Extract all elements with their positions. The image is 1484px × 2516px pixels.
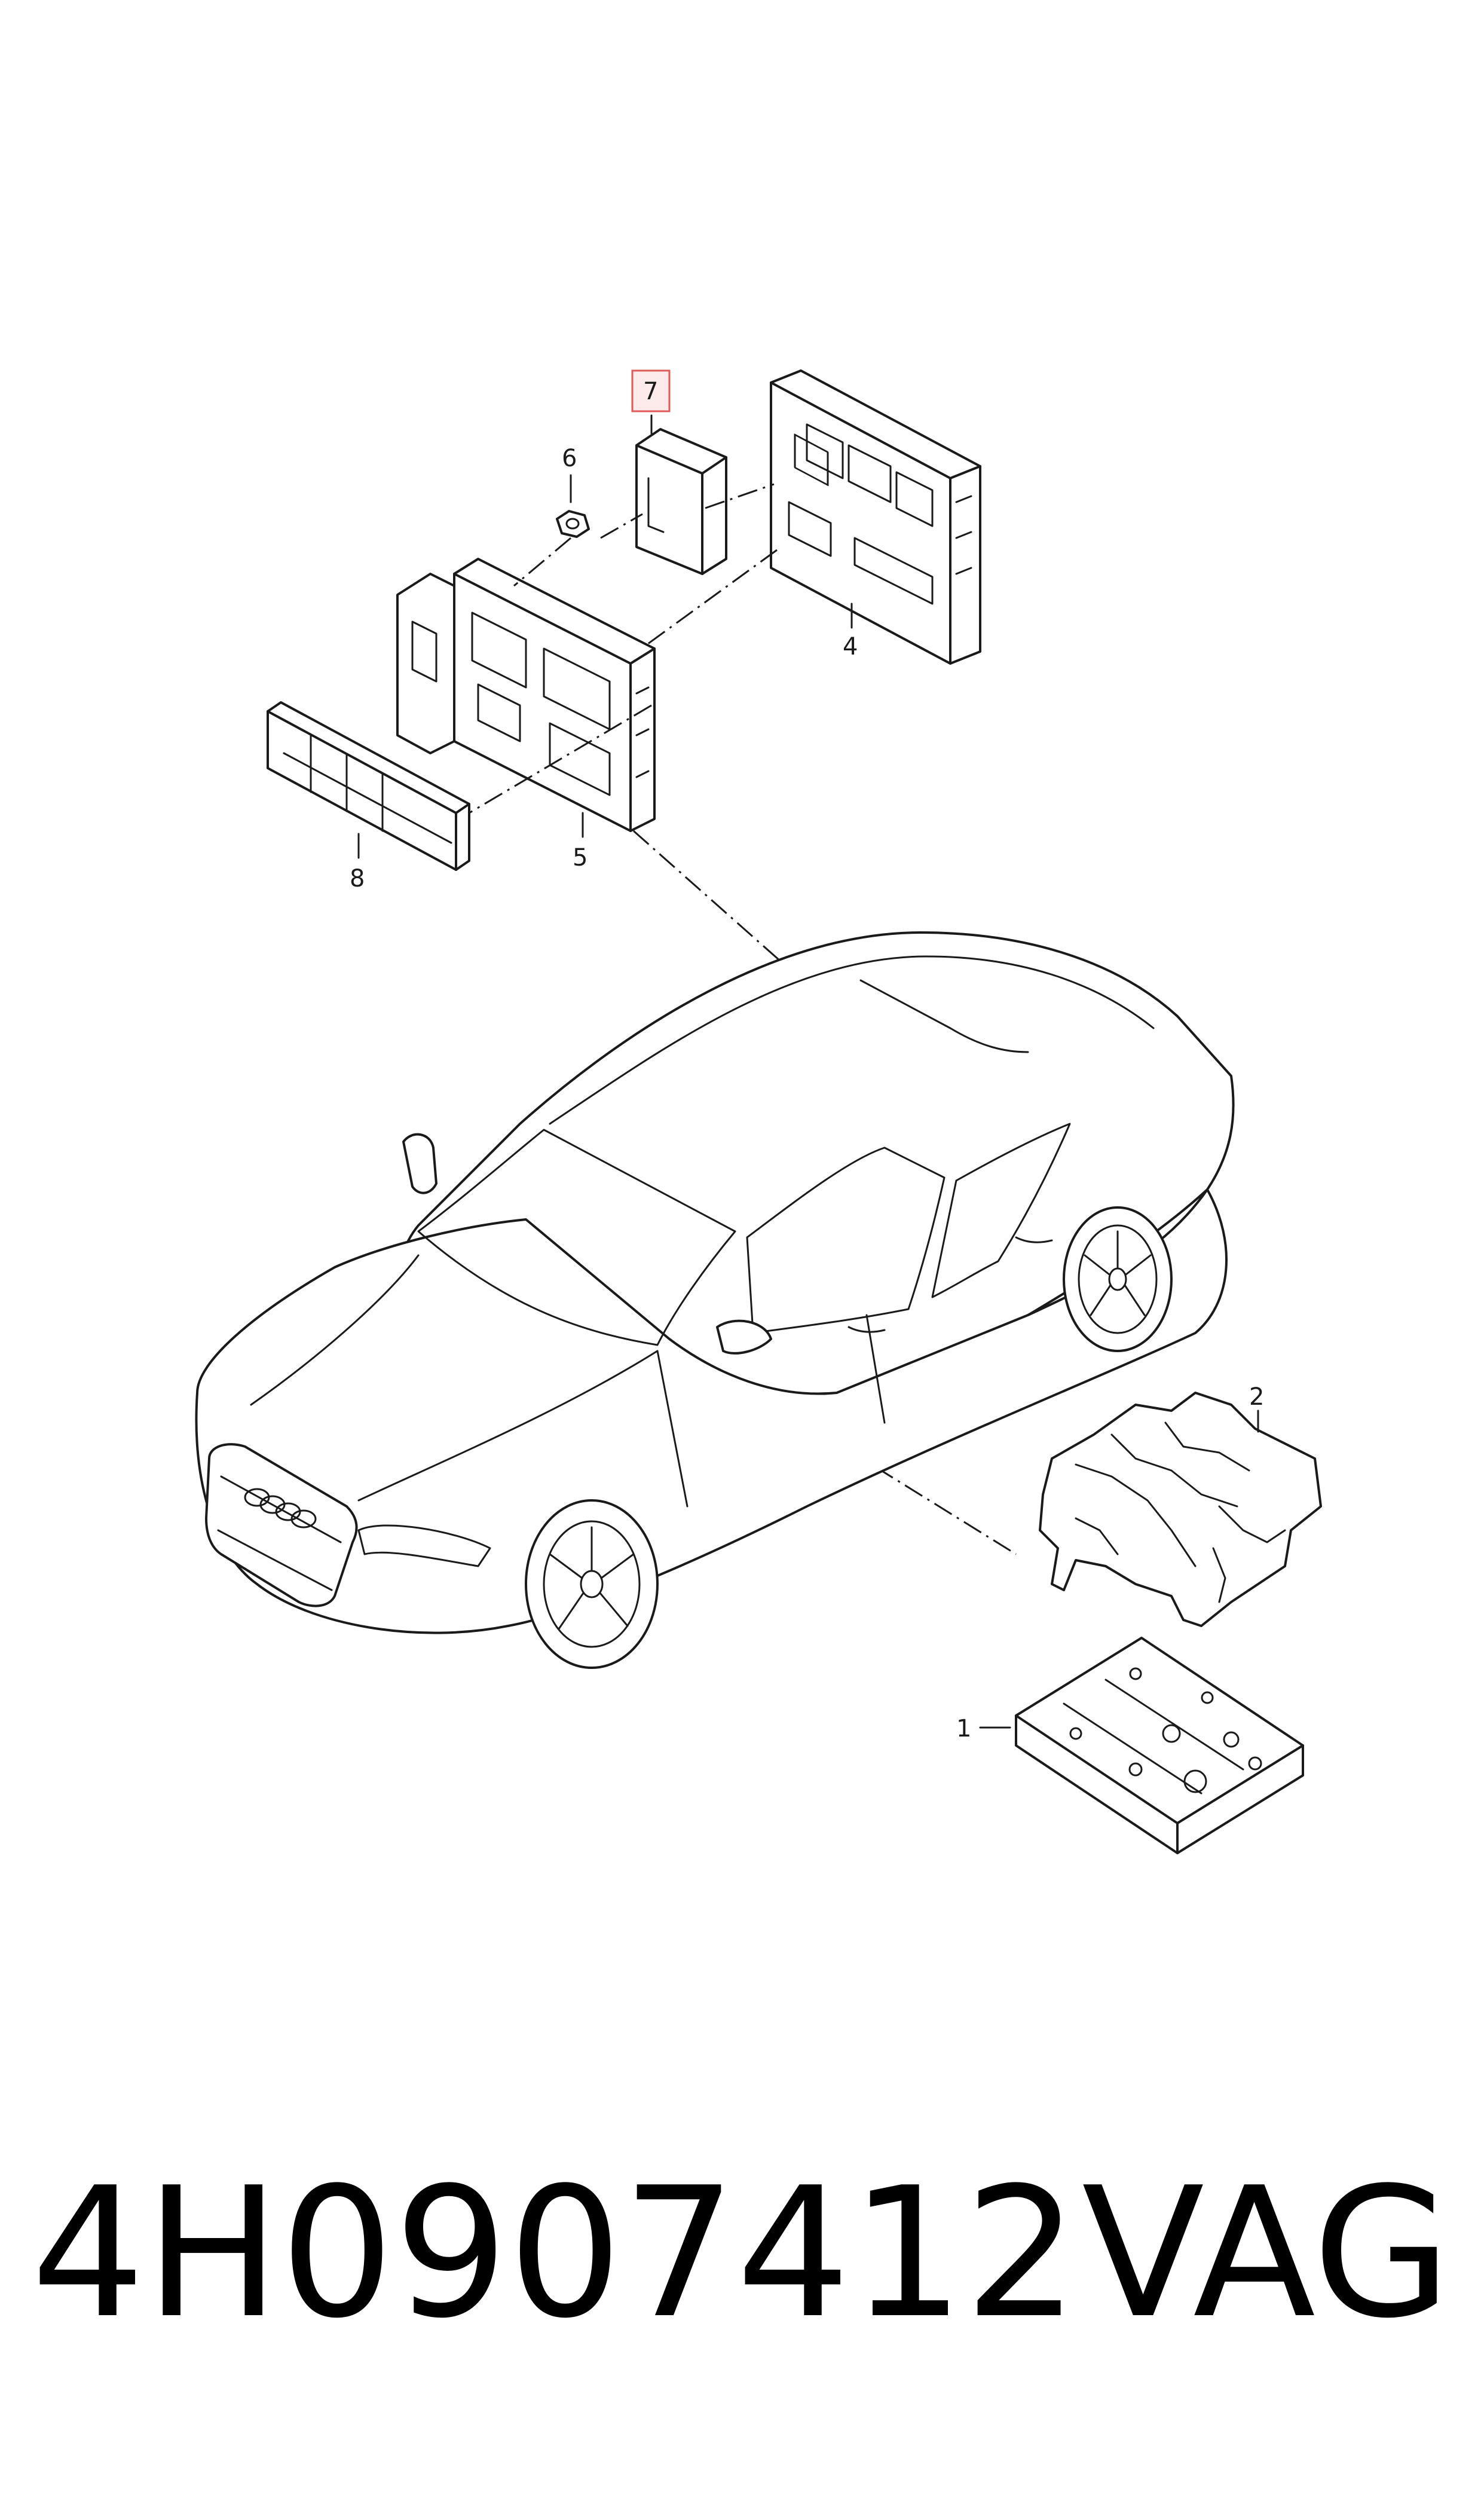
car-illustration: [195, 931, 1235, 1669]
callout-7: 7: [643, 378, 658, 405]
part-2-mounting-bracket: [1039, 1392, 1322, 1627]
part-1-base-plate: [1015, 1637, 1304, 1854]
brand-label: VAG: [1082, 2149, 1452, 2358]
callout-7-highlight-box: [631, 369, 671, 412]
callout-5: 5: [573, 844, 588, 872]
callout-4: 4: [843, 633, 858, 661]
part-8-connector-strip: [267, 701, 470, 871]
part-7-relay-module: [635, 428, 727, 575]
part-number: 4H0907412: [31, 2149, 1079, 2358]
callout-6: 6: [562, 445, 577, 472]
part-6-nut: [556, 510, 590, 538]
part-5-bracket: [396, 558, 656, 832]
callout-2: 2: [1249, 1383, 1264, 1411]
part-4-control-module: [770, 369, 981, 665]
callout-1: 1: [956, 1715, 971, 1742]
callout-8: 8: [350, 865, 365, 892]
